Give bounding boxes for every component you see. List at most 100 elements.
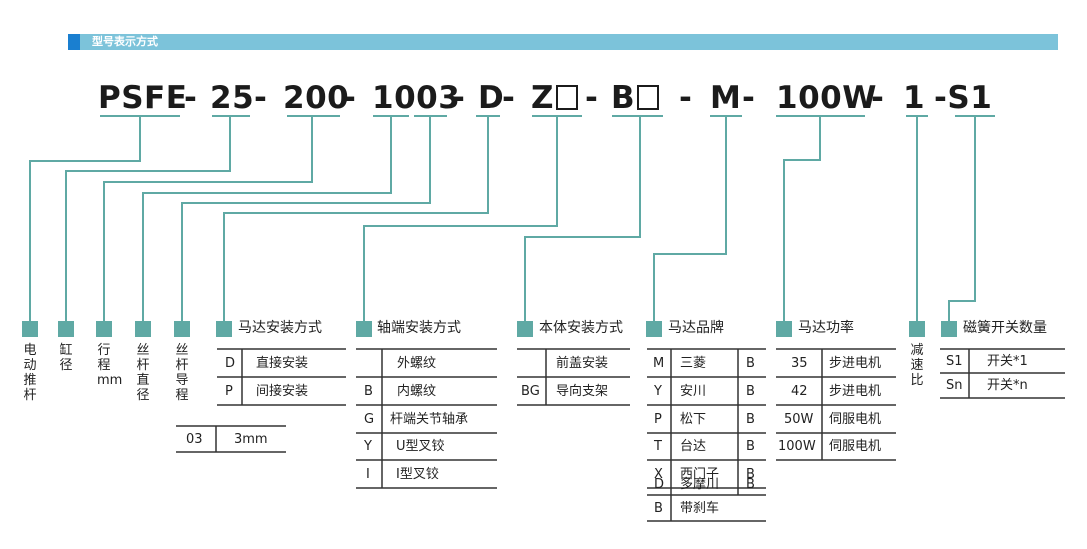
power-text: 步进电机	[829, 384, 882, 399]
title-body-install: 本体安装方式	[539, 320, 623, 336]
body-install-text: 前盖安装	[556, 356, 609, 371]
power-code: 50W	[784, 412, 814, 427]
label-reducer-ratio: 减速比	[910, 343, 924, 388]
leader-power	[783, 116, 821, 325]
code-dash-3: -	[343, 80, 357, 116]
code-dash-5: -	[502, 80, 516, 116]
marker-motor-brand	[646, 321, 662, 337]
power-code: 42	[791, 384, 808, 399]
brand-text: 西门子	[680, 467, 720, 482]
lead-code: 03	[186, 432, 203, 447]
code-dash-6: -	[585, 80, 599, 116]
power-text: 伺服电机	[829, 412, 882, 427]
marker-reducer-ratio	[909, 321, 925, 337]
code-dash-9: -	[871, 80, 885, 116]
code-200: 200	[283, 80, 350, 116]
motor-install-code: P	[225, 384, 233, 399]
title-magnetic-switch: 磁簧开关数量	[963, 320, 1047, 336]
label-stroke: 行程mm	[97, 343, 123, 388]
title-motor-power: 马达功率	[798, 320, 854, 336]
code-1003: 1003	[372, 80, 461, 116]
code-dash-4: -	[452, 80, 466, 116]
code-m: M	[710, 80, 742, 116]
marker-motor-power	[776, 321, 792, 337]
brand-suffix: B	[746, 384, 755, 399]
shaft-install-text: U型叉铰	[396, 439, 445, 454]
shaft-install-code: I	[366, 467, 370, 482]
code-dash-1: -	[184, 80, 198, 116]
brand-suffix: B	[746, 477, 755, 492]
header-bar	[68, 34, 1058, 50]
power-code: 35	[791, 356, 808, 371]
shaft-install-code: B	[364, 384, 373, 399]
power-text: 步进电机	[829, 356, 882, 371]
marker-stroke	[96, 321, 112, 337]
leader-z	[363, 116, 558, 325]
marker-magnetic-switch	[941, 321, 957, 337]
code-dash-8: -	[742, 80, 756, 116]
shaft-install-code: G	[364, 412, 375, 427]
power-text: 伺服电机	[829, 439, 882, 454]
leader-10	[142, 116, 392, 325]
code-b-box	[637, 85, 659, 110]
lead-text: 3mm	[234, 432, 268, 447]
title-motor-brand: 马达品牌	[668, 320, 724, 336]
marker-motor-install	[216, 321, 232, 337]
code-25: 25	[210, 80, 255, 116]
leader-body	[524, 116, 641, 325]
switch-text: 开关*n	[987, 378, 1028, 393]
brand-code: Y	[654, 384, 662, 399]
code-d: D	[478, 80, 505, 116]
shaft-install-text: 杆端关节轴承	[390, 412, 469, 427]
leader-03	[181, 116, 431, 325]
marker-body-install	[517, 321, 533, 337]
switch-code: Sn	[946, 378, 963, 393]
label-screw-diameter: 丝杆直径	[136, 343, 150, 403]
brand-text: 带刹车	[680, 501, 720, 516]
code-psfe: PSFE	[98, 80, 188, 116]
leader-psfe	[29, 116, 141, 325]
code-dash-2: -	[254, 80, 268, 116]
code-dash-7: -	[679, 80, 693, 116]
switch-text: 开关*1	[987, 354, 1028, 369]
code-100w: 100W	[776, 80, 877, 116]
switch-code: S1	[946, 354, 963, 369]
title-shaft-install: 轴端安装方式	[377, 320, 461, 336]
label-screw-lead: 丝杆导程	[175, 343, 189, 403]
brand-text: 多摩川	[680, 477, 720, 492]
marker-shaft-install	[356, 321, 372, 337]
brand-suffix: B	[746, 412, 755, 427]
shaft-install-code: Y	[364, 439, 372, 454]
body-install-code: BG	[521, 384, 540, 399]
brand-suffix: B	[746, 356, 755, 371]
motor-install-text: 间接安装	[256, 384, 309, 399]
label-motor-push-rod: 电动推杆	[23, 343, 37, 403]
brand-code: T	[654, 439, 662, 454]
brand-suffix: B	[746, 439, 755, 454]
marker-screw-lead	[174, 321, 190, 337]
brand-code: D	[654, 477, 665, 492]
brand-code: X	[654, 467, 663, 482]
marker-screw-diameter	[135, 321, 151, 337]
brand-suffix: B	[746, 467, 755, 482]
motor-install-text: 直接安装	[256, 356, 309, 371]
code-z: Z	[531, 80, 554, 116]
leader-brand	[653, 116, 727, 325]
brand-text: 三菱	[680, 356, 707, 371]
leader-d	[223, 116, 489, 325]
leader-25	[65, 116, 231, 325]
marker-motor-push-rod	[22, 321, 38, 337]
marker-cylinder-diameter	[58, 321, 74, 337]
code-1: 1	[903, 80, 926, 116]
brand-code: M	[653, 356, 665, 371]
brand-code: P	[654, 412, 662, 427]
shaft-install-text: I型叉铰	[396, 467, 439, 482]
shaft-install-text: 内螺纹	[397, 384, 437, 399]
header-title: 型号表示方式	[92, 35, 158, 48]
shaft-install-text: 外螺纹	[397, 356, 437, 371]
power-code: 100W	[778, 439, 816, 454]
title-motor-install: 马达安装方式	[238, 320, 322, 336]
brand-text: 台达	[680, 439, 707, 454]
leader-200	[103, 116, 313, 325]
